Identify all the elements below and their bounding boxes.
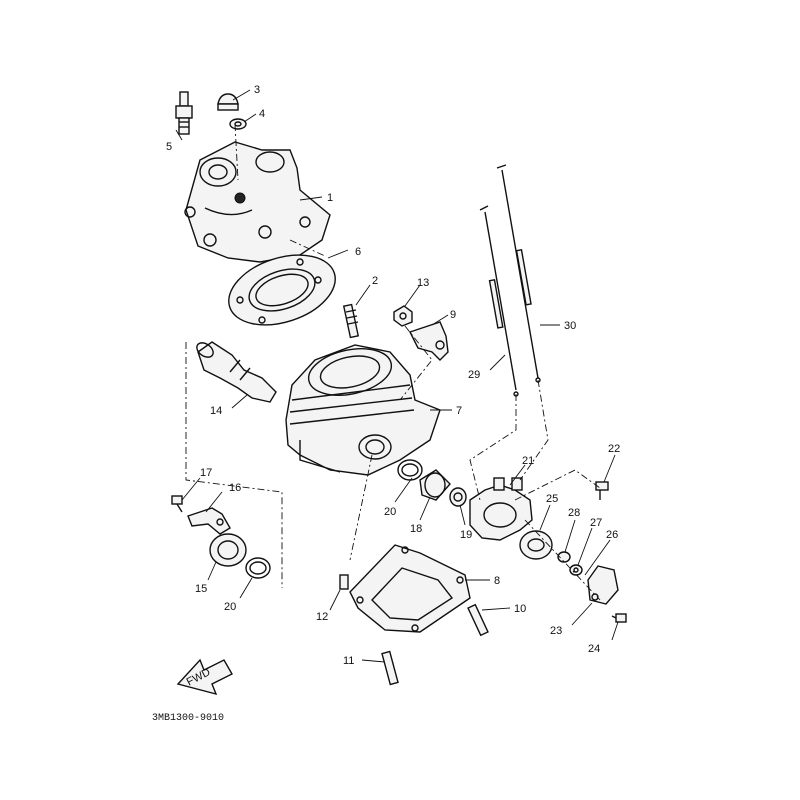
base-gasket bbox=[349, 544, 471, 633]
part-label: 4 bbox=[259, 108, 265, 120]
part-label: 27 bbox=[590, 517, 602, 529]
part-label: 24 bbox=[588, 643, 600, 655]
part-label: 15 bbox=[195, 583, 207, 595]
part-label: 7 bbox=[456, 405, 462, 417]
o-ring-upper bbox=[397, 459, 423, 481]
dowel-pin-12 bbox=[339, 574, 349, 590]
screw-24 bbox=[611, 613, 627, 623]
stud-bolt-10 bbox=[467, 603, 489, 637]
stud-bolt bbox=[342, 303, 360, 339]
bolt-17 bbox=[171, 495, 183, 513]
bushing bbox=[419, 469, 451, 501]
flange-nut bbox=[393, 305, 413, 327]
part-label: 19 bbox=[460, 529, 472, 541]
washer-27 bbox=[569, 564, 583, 576]
cylinder-head bbox=[184, 141, 331, 263]
stud-bolt-11 bbox=[381, 650, 399, 686]
valve-cover bbox=[587, 565, 619, 605]
washer-28 bbox=[557, 551, 571, 563]
part-label: 20 bbox=[384, 506, 396, 518]
part-label: 25 bbox=[546, 493, 558, 505]
part-label: 10 bbox=[514, 603, 526, 615]
cylinder bbox=[285, 344, 441, 476]
part-label: 20 bbox=[224, 601, 236, 613]
part-label: 6 bbox=[355, 246, 361, 258]
part-label: 22 bbox=[608, 443, 620, 455]
part-label: 11 bbox=[343, 655, 354, 667]
joint-15 bbox=[209, 533, 247, 567]
head-gasket bbox=[228, 254, 336, 326]
screw-22 bbox=[595, 481, 609, 500]
leader-lines bbox=[175, 89, 619, 663]
part-label: 29 bbox=[468, 369, 480, 381]
part-label: 23 bbox=[550, 625, 562, 637]
part-label: 2 bbox=[372, 275, 378, 287]
part-label: 8 bbox=[494, 575, 500, 587]
part-label: 1 bbox=[327, 192, 333, 204]
valve-housing bbox=[469, 477, 533, 541]
fwd-arrow-icon: FWD bbox=[176, 658, 233, 696]
part-label: 28 bbox=[568, 507, 580, 519]
clamp-16 bbox=[187, 507, 231, 535]
cap-nut bbox=[217, 93, 239, 111]
pulley bbox=[519, 530, 553, 560]
washer bbox=[229, 118, 247, 130]
assembly-lines bbox=[185, 123, 601, 601]
part-label: 21 bbox=[522, 455, 534, 467]
part-labels: 1 2 3 4 5 6 7 8 9 10 11 12 13 14 15 16 1… bbox=[166, 84, 620, 667]
part-label: 9 bbox=[450, 309, 456, 321]
part-label: 30 bbox=[564, 320, 576, 332]
bracket bbox=[409, 321, 449, 361]
part-label: 17 bbox=[200, 467, 212, 479]
part-label: 3 bbox=[254, 84, 260, 96]
part-label: 5 bbox=[166, 141, 172, 153]
part-label: 12 bbox=[316, 611, 328, 623]
part-label: 13 bbox=[417, 277, 429, 289]
spark-plug bbox=[175, 91, 193, 135]
collar bbox=[449, 487, 467, 507]
part-label: 26 bbox=[606, 529, 618, 541]
diagram-code: 3MB1300-9010 bbox=[152, 713, 224, 724]
control-cable-30 bbox=[496, 164, 541, 383]
control-cable-29 bbox=[479, 205, 519, 397]
part-label: 18 bbox=[410, 523, 422, 535]
intake-manifold bbox=[196, 341, 277, 403]
part-label: 14 bbox=[210, 405, 222, 417]
part-label: 16 bbox=[229, 482, 241, 494]
o-ring-lower bbox=[245, 557, 271, 579]
